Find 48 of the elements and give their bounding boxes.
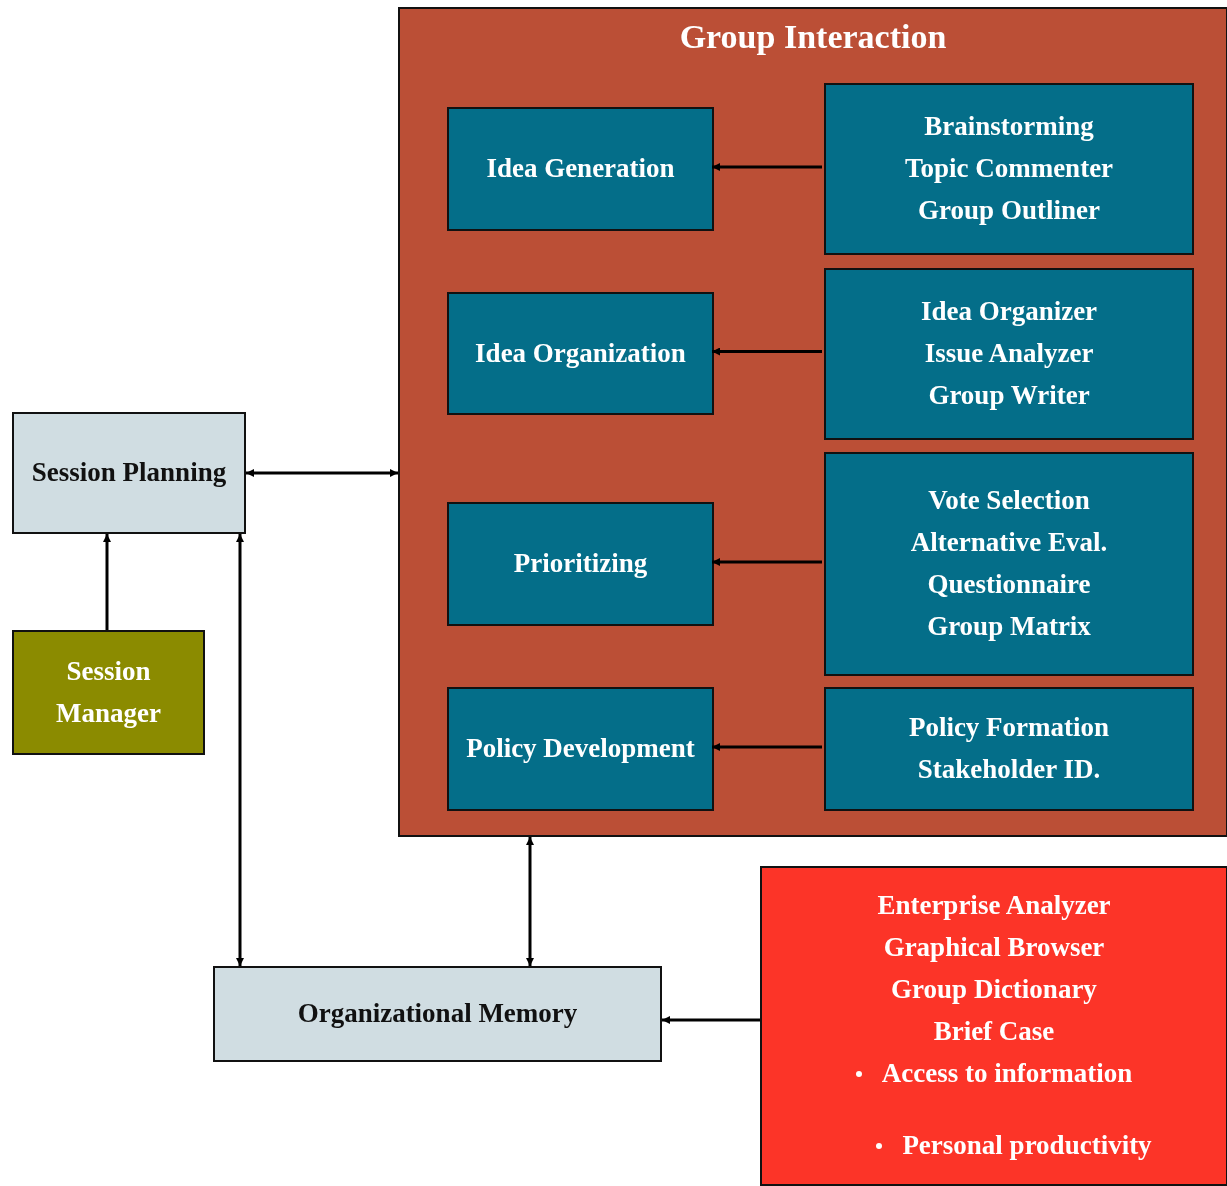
node-label: Session Planning xyxy=(31,456,227,490)
node-label: Brief Case xyxy=(933,1015,1055,1048)
node-label: Personal productivity xyxy=(902,1128,1152,1162)
process-box xyxy=(824,687,1194,811)
node-label: Idea Organizer xyxy=(920,295,1098,329)
arrow xyxy=(246,469,398,477)
arrow xyxy=(103,534,111,630)
node-label: Stakeholder ID. xyxy=(917,753,1101,786)
node-label: Idea Generation xyxy=(486,152,675,186)
node-label: Alternative Eval. xyxy=(910,526,1108,560)
node-label: Issue Analyzer xyxy=(924,337,1094,371)
node-label: Policy Formation xyxy=(908,711,1110,745)
node-label: Access to information xyxy=(881,1056,1133,1090)
node-label: Vote Selection xyxy=(928,484,1090,518)
node-label: Policy Development xyxy=(466,732,695,766)
arrow xyxy=(712,558,822,566)
node-label: Graphical Browser xyxy=(883,931,1105,965)
process-box xyxy=(824,268,1194,440)
node-label: Organizational Memory xyxy=(297,997,578,1031)
group-title: Group Interaction xyxy=(678,17,948,57)
tools-box xyxy=(760,866,1227,1186)
process-box xyxy=(824,83,1194,255)
arrow xyxy=(712,163,822,171)
manager-box xyxy=(12,630,205,755)
node-label: Questionnaire xyxy=(927,568,1091,601)
process-box xyxy=(447,502,714,626)
arrow xyxy=(526,837,534,966)
node-label: Prioritizing xyxy=(513,547,648,581)
node-label: Group Writer xyxy=(928,378,1090,412)
node-label: Enterprise Analyzer xyxy=(877,889,1111,923)
process-box xyxy=(447,687,714,811)
process-box xyxy=(213,966,662,1062)
process-box xyxy=(824,452,1194,676)
node-label: Idea Organization xyxy=(475,336,686,370)
process-box xyxy=(447,107,714,231)
node-label: Brainstorming xyxy=(924,110,1094,144)
group-container xyxy=(398,7,1227,837)
node-label: Group Matrix xyxy=(927,609,1091,643)
node-label: Session Manager xyxy=(55,654,162,730)
arrow xyxy=(236,534,244,966)
node-label: Topic Commenter xyxy=(904,152,1114,186)
arrow xyxy=(662,1016,760,1024)
process-box xyxy=(447,292,714,415)
node-label: Group Dictionary xyxy=(891,973,1097,1007)
node-label: Group Outliner xyxy=(918,193,1100,227)
arrow xyxy=(712,743,822,751)
process-box xyxy=(12,412,246,534)
arrow xyxy=(712,347,822,356)
